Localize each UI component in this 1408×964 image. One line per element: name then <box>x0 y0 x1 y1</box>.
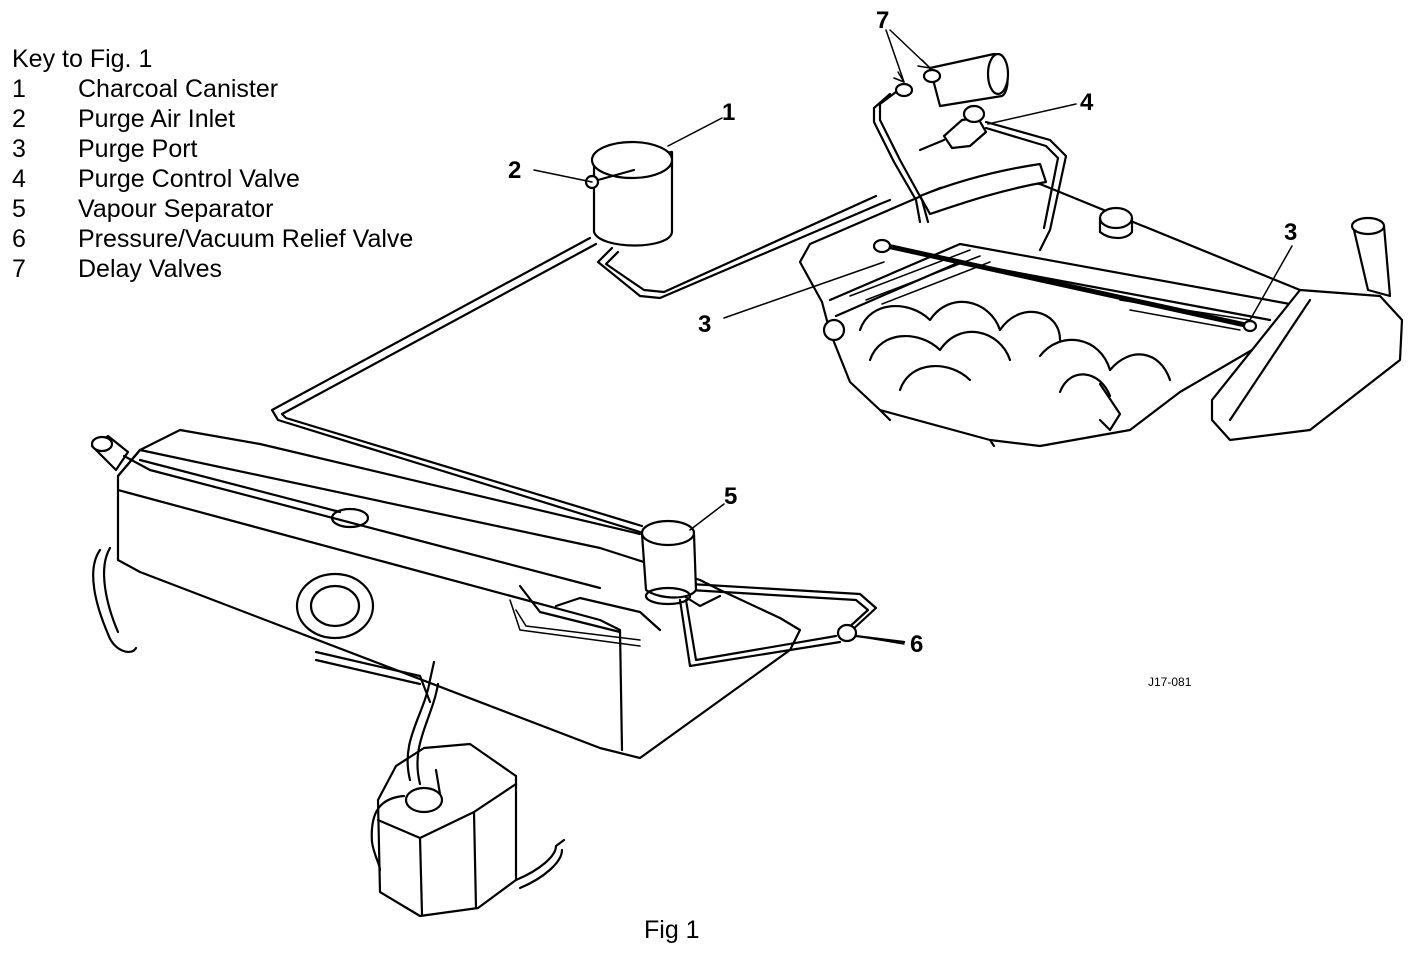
key-item-label: Purge Air Inlet <box>78 105 236 133</box>
callout-1: 1 <box>722 99 735 126</box>
drawing-code: J17-081 <box>1148 675 1192 689</box>
callout-3-right: 3 <box>1284 219 1297 246</box>
relief-valve <box>836 623 906 644</box>
key-item-label: Vapour Separator <box>78 195 274 223</box>
fuel-tank <box>116 428 802 760</box>
key-item: 2 Purge Air Inlet <box>12 104 413 134</box>
purge-rail <box>872 238 1258 333</box>
callout-3-left: 3 <box>698 311 711 338</box>
callout-5: 5 <box>724 483 737 510</box>
key-item: 1 Charcoal Canister <box>12 74 413 104</box>
key-item: 5 Vapour Separator <box>12 194 413 224</box>
key-item: 7 Delay Valves <box>12 254 413 284</box>
purge-valves <box>872 52 1068 252</box>
filler-neck <box>90 434 152 653</box>
leader-lines <box>533 29 1293 645</box>
key-item-number: 5 <box>12 195 26 223</box>
key-item-number: 7 <box>12 255 26 283</box>
callout-2: 2 <box>508 157 521 184</box>
key-item-number: 6 <box>12 225 26 253</box>
key-item-number: 3 <box>12 135 26 163</box>
key-item-label: Purge Port <box>78 135 198 163</box>
engine <box>798 162 1404 448</box>
callout-6: 6 <box>910 631 923 658</box>
key-item-number: 1 <box>12 75 26 103</box>
callout-4: 4 <box>1080 89 1094 116</box>
key-item-label: Delay Valves <box>78 255 223 283</box>
key-item-label: Charcoal Canister <box>78 75 279 103</box>
figure-caption: Fig 1 <box>644 916 700 944</box>
key-item-number: 4 <box>12 165 26 193</box>
key-item: 6 Pressure/Vacuum Relief Valve <box>12 224 413 254</box>
key-item-label: Pressure/Vacuum Relief Valve <box>78 225 414 253</box>
catch-tank <box>314 650 566 918</box>
key-item: 3 Purge Port <box>12 134 413 164</box>
callout-7: 7 <box>876 7 889 34</box>
vapour-separator <box>640 519 698 606</box>
key-item-number: 2 <box>12 105 26 133</box>
key-item: 4 Purge Control Valve <box>12 164 413 194</box>
key-item-label: Purge Control Valve <box>78 165 300 193</box>
key-title: Key to Fig. 1 <box>12 45 153 73</box>
vapour-pipes <box>270 194 892 534</box>
charcoal-canister <box>584 140 674 247</box>
